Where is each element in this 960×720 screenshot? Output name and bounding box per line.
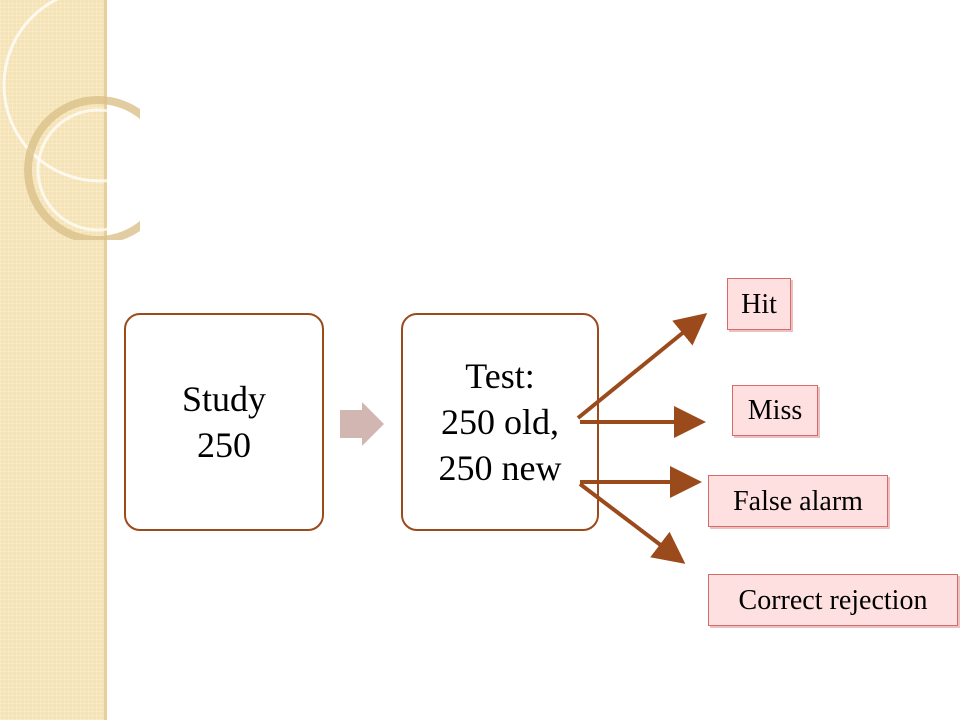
study-box: Study 250 [124, 313, 324, 531]
outcome-false-alarm-label: False alarm [708, 475, 888, 527]
outcome-correct-rejection-label: Correct rejection [708, 574, 958, 626]
arrow-to-correct-rejection [578, 482, 686, 564]
study-count: 250 [197, 425, 251, 465]
test-new-count: 250 new [438, 448, 562, 488]
decorative-rings [2, 0, 140, 240]
arrow-to-hit [576, 312, 708, 420]
study-title: Study [181, 379, 267, 419]
outcome-hit-label: Hit [727, 278, 791, 330]
test-title: Test: [465, 356, 535, 396]
right-chevron-arrow-icon [340, 402, 384, 446]
side-strip-edge [104, 0, 107, 720]
outcome-miss-label: Miss [732, 385, 818, 436]
test-old-count: 250 old, [440, 402, 559, 442]
test-box: Test: 250 old, 250 new [401, 313, 599, 531]
